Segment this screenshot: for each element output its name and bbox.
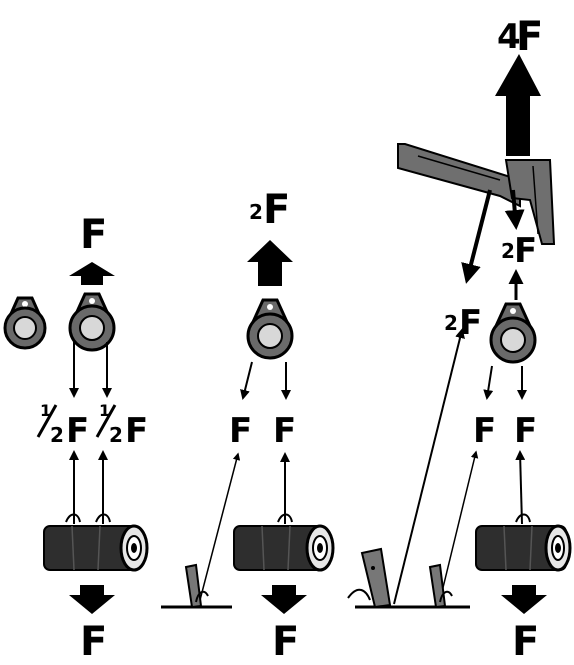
left-tension-label: F [473, 411, 496, 451]
right-tension-label: F [273, 411, 296, 451]
arrow-up-icon [495, 54, 541, 156]
arrow-down-icon [501, 585, 547, 614]
svg-text:F: F [125, 411, 148, 451]
anchor-coefficient: 2 [444, 311, 458, 335]
svg-text:2: 2 [109, 423, 123, 447]
top-force-label: F [80, 212, 107, 258]
pulley-icon [489, 302, 537, 364]
top-coefficient: 2 [249, 200, 263, 224]
left-half-tension-label: 1 2 F [36, 401, 89, 451]
pulley-icon [246, 298, 294, 360]
svg-text:1: 1 [40, 401, 51, 420]
arrow-down-icon [261, 585, 307, 614]
top-coefficient: 4 [497, 17, 521, 57]
bottom-force-label: F [80, 619, 107, 665]
log-icon [233, 524, 335, 572]
log-icon [475, 524, 572, 572]
svg-text:1: 1 [99, 401, 110, 420]
left-tension-label: F [229, 411, 252, 451]
stake-icon [184, 563, 209, 609]
panel-double-force: 2 F F F [161, 187, 335, 665]
svg-text:2: 2 [50, 423, 64, 447]
upper-force-label: F [514, 231, 537, 271]
tree-branch-icon [397, 143, 556, 245]
arrow-up-icon [69, 262, 115, 285]
stake-icon [347, 547, 392, 609]
bottom-force-label: F [512, 619, 539, 665]
svg-text:F: F [66, 411, 89, 451]
pulley-icon [68, 292, 116, 352]
spare-pulley-icon [3, 296, 47, 350]
right-half-tension-label: 1 2 F [95, 401, 148, 451]
bottom-force-label: F [272, 619, 299, 665]
right-tension-label: F [514, 411, 537, 451]
panel-quadruple-force: 4 F 2 F 2 F F F [347, 14, 572, 665]
log-icon [43, 524, 149, 572]
panel-half-force: F 1 2 F 1 2 F [3, 212, 149, 665]
anchor-force-label: F [459, 303, 482, 343]
arrow-up-icon [247, 240, 293, 286]
stake-icon [428, 563, 453, 609]
arrow-down-icon [69, 585, 115, 614]
upper-coefficient: 2 [501, 239, 515, 263]
top-force-label: F [516, 14, 543, 60]
top-force-label: F [263, 187, 290, 233]
